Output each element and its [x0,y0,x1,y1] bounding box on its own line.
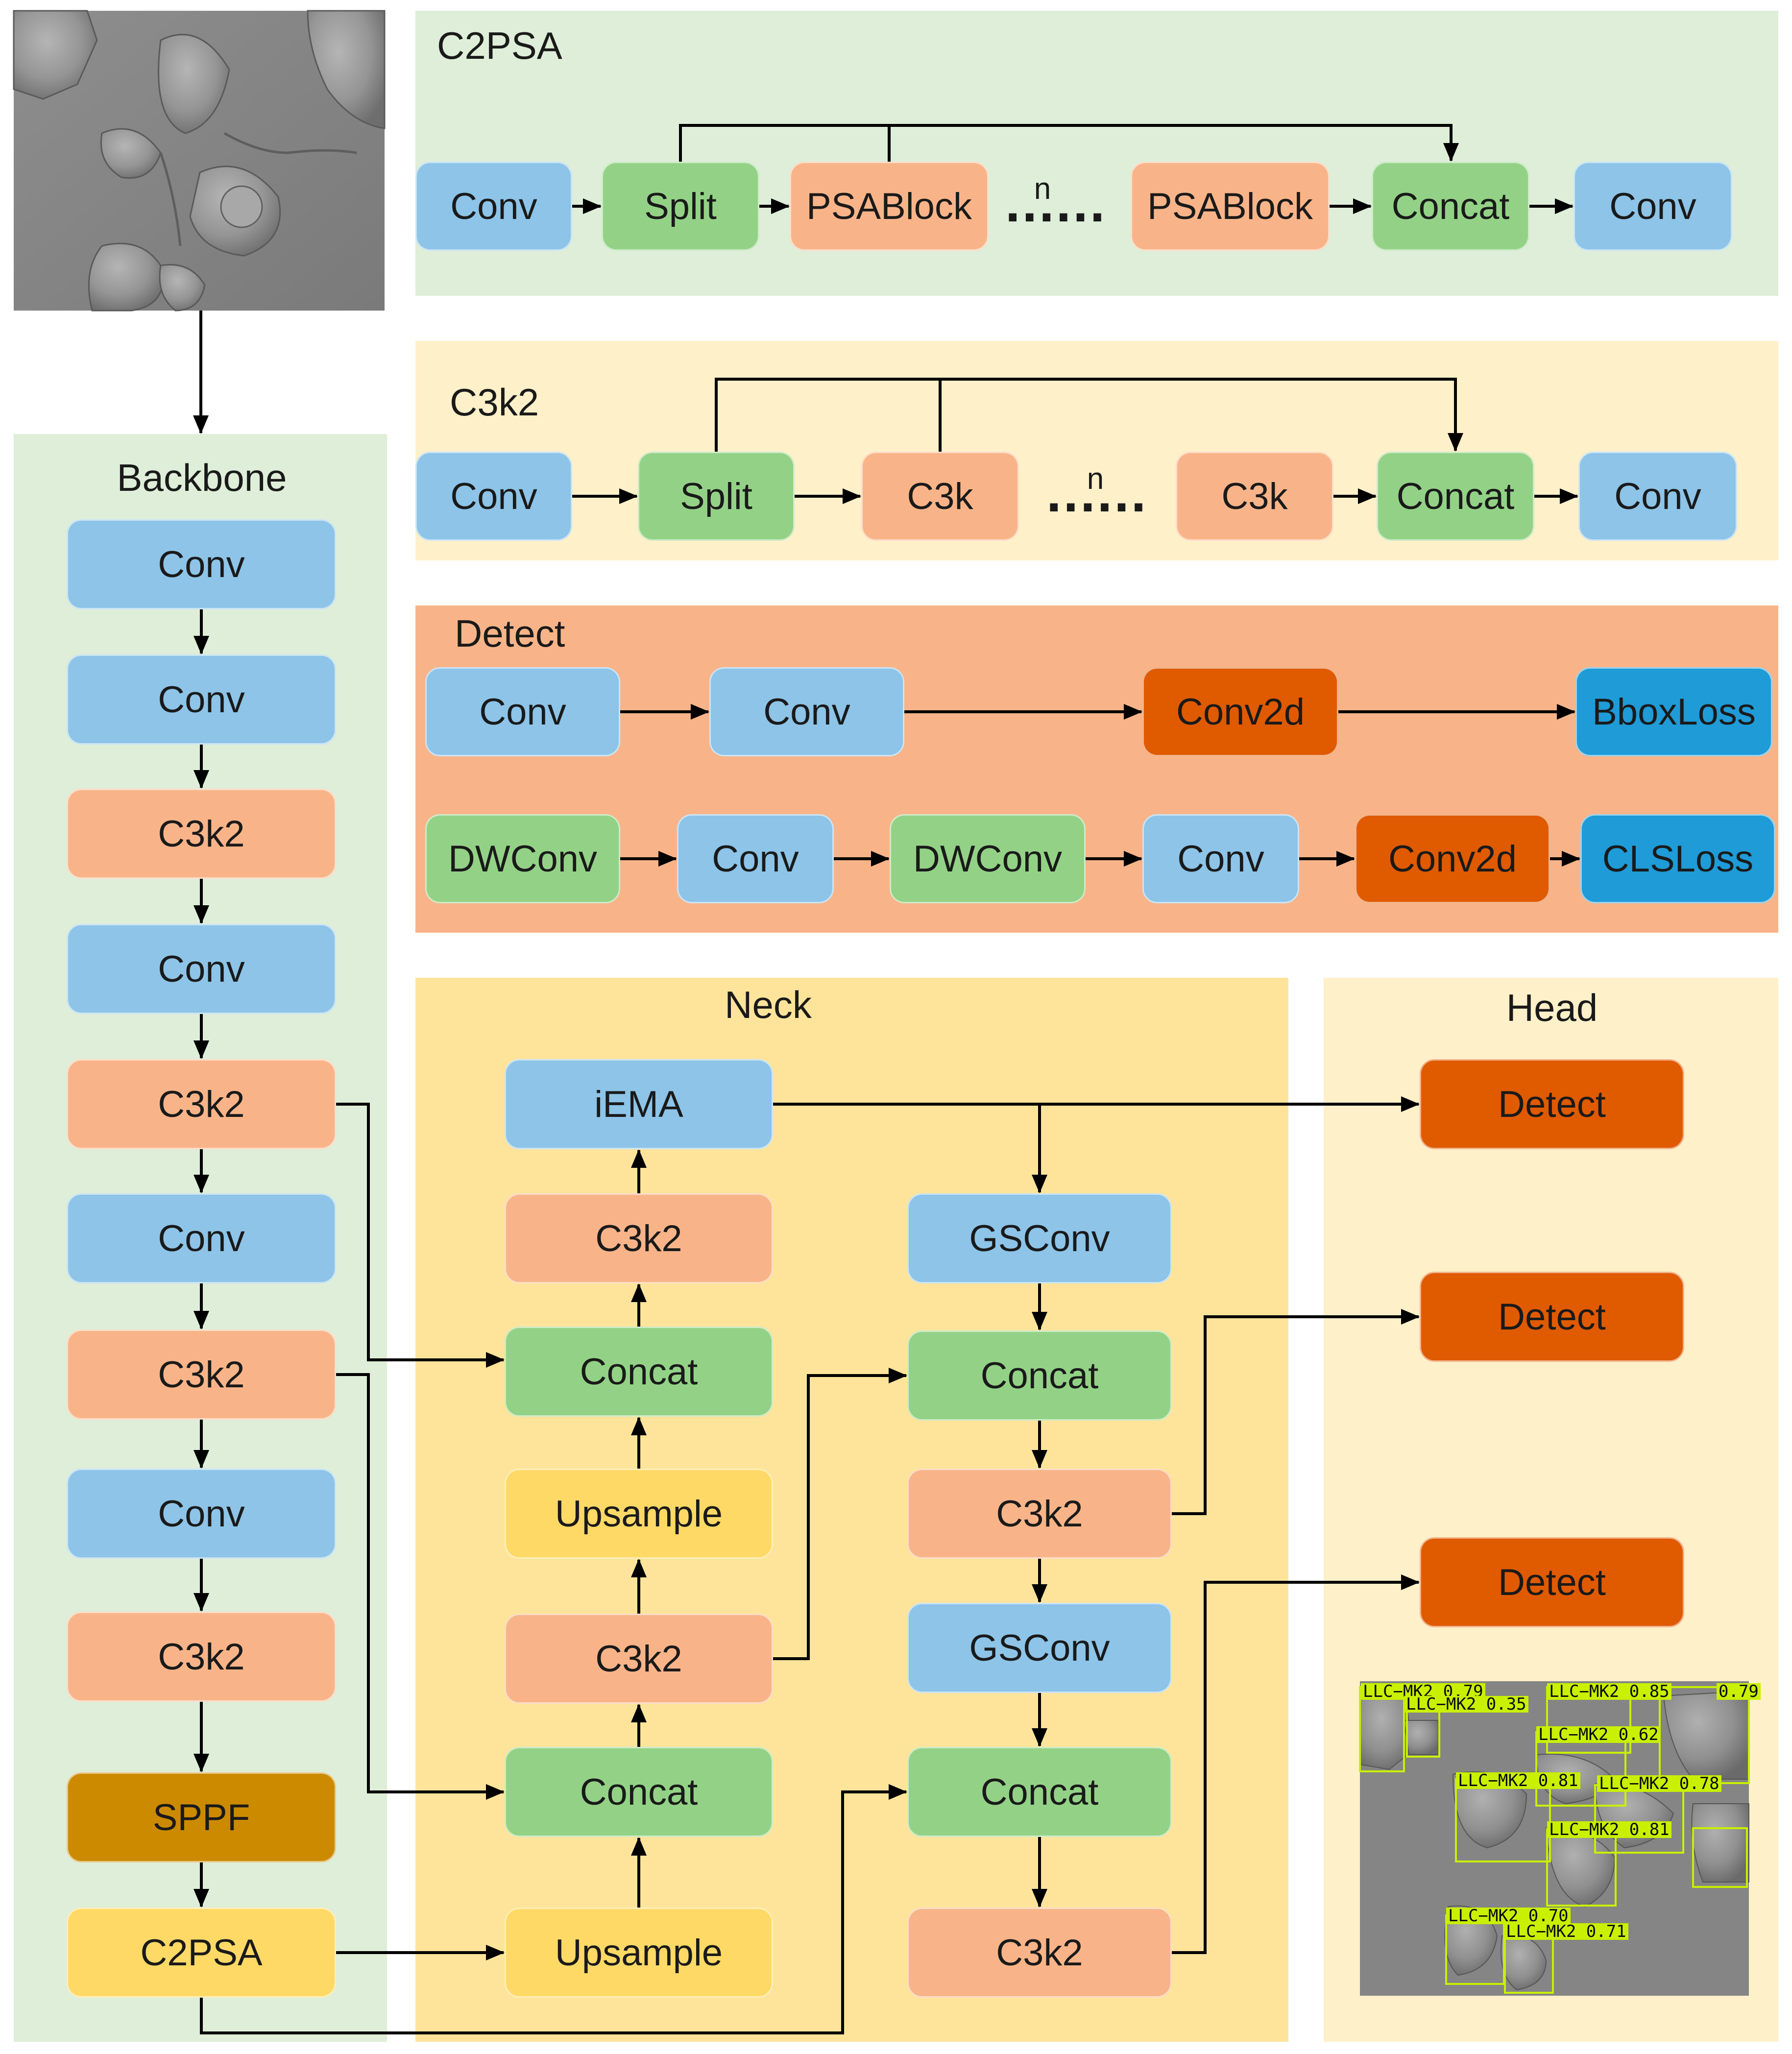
neck-upsample-top: Upsample [505,1469,773,1559]
neck-c3k2-mid: C3k2 [505,1614,773,1704]
backbone-conv-2: Conv [67,654,336,745]
detect-row2-conv2d: Conv2d [1355,814,1550,903]
c2psa-conv-in: Conv [415,162,572,251]
detection-label-4: 0.79 [1717,1683,1761,1700]
detection-label-9: LLC−MK2 0.70 [1446,1908,1571,1924]
detect-row2-conv-1: Conv [677,814,834,903]
backbone-c3k2-1: C3k2 [67,789,336,879]
c2psa-ellipsis: ...... [1005,173,1107,233]
c2psa-title: C2PSA [437,24,562,67]
neck-c3k2-r2: C3k2 [907,1908,1172,1998]
c3k2-conv-out: Conv [1578,452,1737,541]
backbone-c3k2-4: C3k2 [67,1612,336,1702]
backbone-conv-5: Conv [67,1469,336,1559]
detect-panel [415,605,1778,933]
detect-row2-dwconv-2: DWConv [890,814,1086,903]
detection-label-8: LLC−MK2 0.81 [1547,1821,1671,1838]
c2psa-split: Split [602,162,759,251]
detect-row1-conv-2: Conv [709,667,904,756]
c2psa-conv-out: Conv [1574,162,1732,251]
detect-row1-conv-1: Conv [425,667,620,756]
detection-label-7: LLC−MK2 0.78 [1597,1775,1721,1792]
detect-clsloss: CLSLoss [1580,814,1775,903]
head-title: Head [1506,986,1598,1029]
detect-row2-dwconv-1: DWConv [425,814,620,903]
neck-concat-bottom: Concat [505,1747,773,1837]
neck-concat-r1: Concat [907,1330,1172,1421]
detection-result-image: LLC−MK2 0.79 LLC−MK2 0.35 LLC−MK2 0.85 0… [1359,1681,1761,1996]
c3k2-split: Split [638,452,795,541]
detection-label-10: LLC−MK2 0.71 [1504,1923,1628,1940]
neck-title: Neck [725,983,812,1026]
c2psa-psablock-1: PSABlock [790,162,989,251]
c2psa-psablock-n: PSABlock [1131,162,1330,251]
head-detect-3: Detect [1420,1537,1684,1627]
backbone-conv-3: Conv [67,924,336,1014]
detection-label-3: LLC−MK2 0.85 [1547,1683,1671,1700]
c3k2-c3k-1: C3k [861,452,1019,541]
c3k2-ellipsis: ...... [1046,463,1148,523]
detect-bboxloss: BboxLoss [1575,667,1772,756]
c3k2-title: C3k2 [450,381,539,424]
c3k2-concat: Concat [1377,452,1534,541]
detect-row1-conv2d: Conv2d [1142,667,1338,756]
detection-label-6: LLC−MK2 0.81 [1456,1772,1580,1789]
head-detect-2: Detect [1420,1272,1684,1362]
c3k2-repeat-label: n [1087,462,1104,496]
backbone-title: Backbone [117,456,287,499]
detect-row2-conv-2: Conv [1142,814,1299,903]
detection-label-5: LLC−MK2 0.62 [1536,1726,1661,1743]
neck-c3k2-top: C3k2 [505,1193,773,1283]
neck-iema: iEMA [505,1059,773,1149]
c2psa-concat: Concat [1372,162,1529,251]
c3k2-conv-in: Conv [415,452,572,541]
neck-concat-top: Concat [505,1327,773,1417]
c3k2-c3k-n: C3k [1176,452,1333,541]
backbone-conv-1: Conv [67,519,336,609]
input-cell-image [13,10,386,312]
backbone-conv-4: Conv [67,1193,336,1283]
backbone-c2psa: C2PSA [67,1908,336,1998]
backbone-c3k2-3: C3k2 [67,1329,336,1420]
neck-gsconv-2: GSConv [907,1603,1172,1693]
neck-upsample-bottom: Upsample [505,1908,773,1998]
backbone-c3k2-2: C3k2 [67,1059,336,1149]
head-detect-1: Detect [1420,1059,1684,1149]
detection-label-2: LLC−MK2 0.35 [1404,1696,1528,1713]
neck-c3k2-r1: C3k2 [907,1469,1172,1559]
detect-title: Detect [455,612,565,655]
backbone-sppf: SPPF [67,1772,336,1862]
c2psa-repeat-label: n [1034,172,1051,206]
neck-gsconv-1: GSConv [907,1193,1172,1283]
neck-concat-r2: Concat [907,1747,1172,1837]
